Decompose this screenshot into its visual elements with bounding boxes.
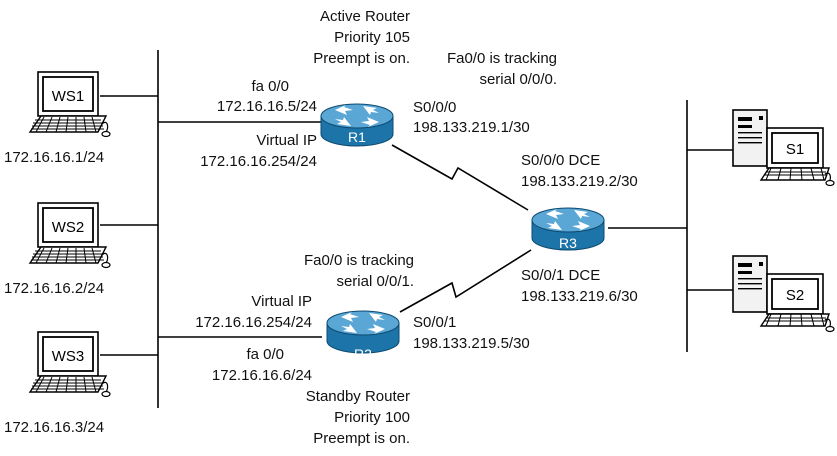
workstation-name: WS2 bbox=[52, 219, 85, 236]
r2-virtual-ip: 172.16.16.254/24 bbox=[195, 314, 312, 331]
r1-priority: Priority 105 bbox=[334, 29, 410, 46]
r2-priority: Priority 100 bbox=[334, 409, 410, 426]
r1-wan-ip: 198.133.219.1/30 bbox=[413, 119, 530, 136]
r1-lan-ip: 172.16.16.5/24 bbox=[217, 98, 317, 115]
server-icon bbox=[732, 109, 835, 187]
r1-lan-interface: fa 0/0 bbox=[251, 78, 289, 95]
server-icon bbox=[732, 255, 835, 333]
r2-lan-ip: 172.16.16.6/24 bbox=[212, 367, 312, 384]
server-s1[interactable]: S1 bbox=[732, 109, 835, 187]
r3-if2-ip: 198.133.219.6/30 bbox=[521, 288, 638, 305]
r2-wan-interface: S0/0/1 bbox=[413, 314, 456, 331]
r2-virtual-ip-label: Virtual IP bbox=[251, 293, 312, 310]
r1-virtual-ip: 172.16.16.254/24 bbox=[200, 153, 317, 170]
workstation-name: WS1 bbox=[52, 88, 85, 105]
r2-role: Standby Router bbox=[306, 388, 410, 405]
workstation-name: WS3 bbox=[52, 348, 85, 365]
serial-link-r2-r3 bbox=[399, 249, 532, 313]
router-r1[interactable]: R1 bbox=[320, 103, 394, 147]
router-name: R2 bbox=[354, 346, 372, 362]
ws3-ip: 172.16.16.3/24 bbox=[4, 419, 104, 436]
r3-if1: S0/0/0 DCE bbox=[521, 152, 600, 169]
server-name: S2 bbox=[786, 287, 804, 304]
server-name: S1 bbox=[786, 141, 804, 158]
r1-preempt: Preempt is on. bbox=[313, 50, 410, 67]
r1-wan-interface: S0/0/0 bbox=[413, 99, 456, 116]
router-r2[interactable]: R2 bbox=[326, 310, 400, 362]
r1-virtual-ip-label: Virtual IP bbox=[256, 132, 317, 149]
r3-if2: S0/0/1 DCE bbox=[521, 267, 600, 284]
r1-tracking-line2: serial 0/0/0. bbox=[479, 71, 557, 88]
ws2-ip: 172.16.16.2/24 bbox=[4, 280, 104, 297]
r1-tracking-line1: Fa0/0 is tracking bbox=[447, 50, 557, 67]
r2-preempt: Preempt is on. bbox=[313, 430, 410, 447]
r2-lan-interface: fa 0/0 bbox=[246, 346, 284, 363]
ws1-ip: 172.16.16.1/24 bbox=[4, 149, 104, 166]
workstation-ws1[interactable]: WS1 bbox=[29, 71, 111, 138]
r1-role: Active Router bbox=[320, 8, 410, 25]
r3-if1-ip: 198.133.219.2/30 bbox=[521, 173, 638, 190]
workstation-ws2[interactable]: WS2 bbox=[29, 202, 111, 269]
workstation-ws3[interactable]: WS3 bbox=[29, 331, 111, 398]
serial-link-r1-r3 bbox=[391, 144, 529, 211]
server-s2[interactable]: S2 bbox=[732, 255, 835, 333]
r2-tracking-line2: serial 0/0/1. bbox=[336, 273, 414, 290]
r2-wan-ip: 198.133.219.5/30 bbox=[413, 335, 530, 352]
r2-tracking-line1: Fa0/0 is tracking bbox=[304, 252, 414, 269]
router-name: R1 bbox=[348, 129, 366, 145]
router-r3[interactable]: R3 bbox=[531, 207, 605, 251]
router-name: R3 bbox=[559, 235, 577, 251]
